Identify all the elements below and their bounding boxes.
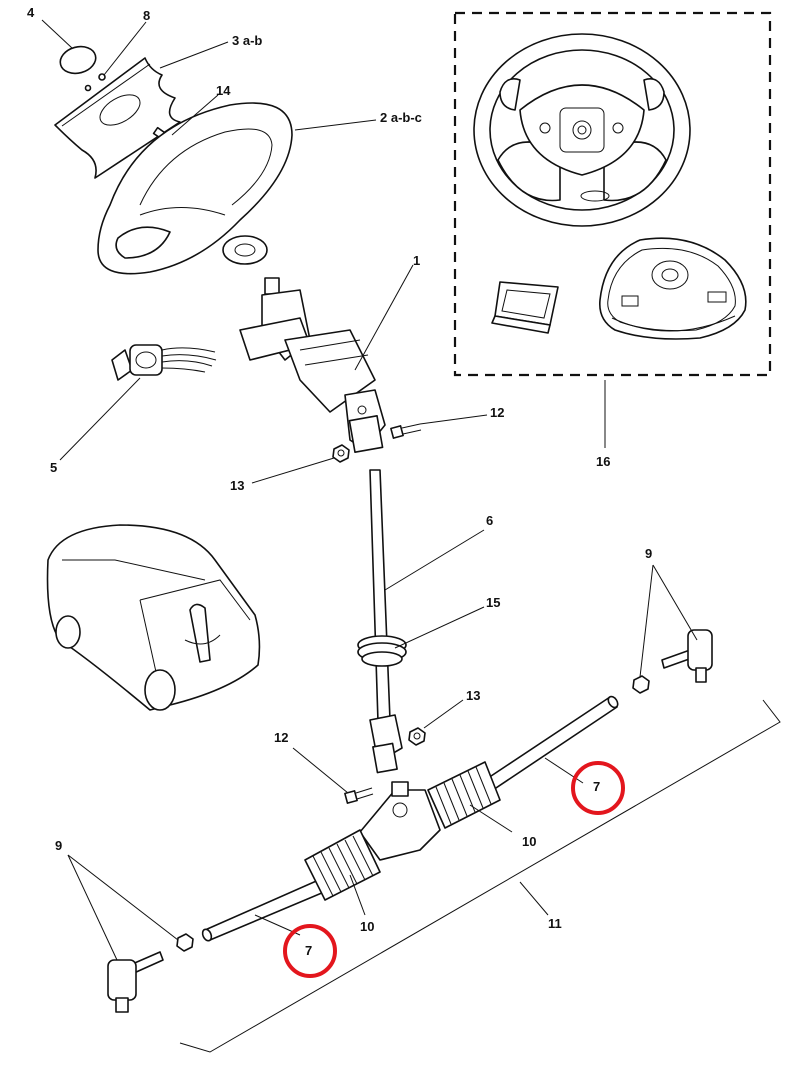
callout-7-right: 7 <box>593 779 600 794</box>
screw-small <box>84 73 106 92</box>
emblem-ring <box>59 45 97 75</box>
steering-column <box>239 277 386 453</box>
callout-12-upper: 12 <box>490 405 504 420</box>
rack-bellow-right <box>427 761 501 829</box>
callout-labels: 4 8 3 a-b 14 2 a-b-c 1 5 12 13 16 6 9 15… <box>27 5 652 958</box>
callout-15: 15 <box>486 595 500 610</box>
airbag-steering-wheel <box>473 33 691 227</box>
nut-right <box>632 675 650 694</box>
ignition-switch <box>111 344 217 381</box>
highlight-circle-right <box>571 761 625 815</box>
intermediate-shaft <box>357 469 407 774</box>
airbag-module <box>598 237 747 340</box>
callout-3: 3 a-b <box>232 33 262 48</box>
callout-9-left: 9 <box>55 838 62 853</box>
tie-rod-end-left <box>107 951 164 1013</box>
bolt-12-upper <box>390 423 422 439</box>
callout-6: 6 <box>486 513 493 528</box>
callout-9-right: 9 <box>645 546 652 561</box>
callout-4: 4 <box>27 5 35 20</box>
callout-10-left: 10 <box>360 919 374 934</box>
callout-8: 8 <box>143 8 150 23</box>
airbag-inset-group <box>453 11 772 377</box>
steering-rack <box>201 695 619 942</box>
callout-14: 14 <box>216 83 231 98</box>
callout-7-left: 7 <box>305 943 312 958</box>
rack-bellow-left <box>304 829 381 901</box>
callout-16: 16 <box>596 454 610 469</box>
nut-13-upper <box>332 444 350 463</box>
airbag-inset-dashed-box <box>453 11 772 377</box>
horn-pad-plate <box>54 57 181 179</box>
callout-5: 5 <box>50 460 57 475</box>
nut-13-lower <box>408 727 426 746</box>
callout-2: 2 a-b-c <box>380 110 422 125</box>
callout-12-lower: 12 <box>274 730 288 745</box>
callout-13-lower: 13 <box>466 688 480 703</box>
nut-left <box>176 933 194 952</box>
callout-13-upper: 13 <box>230 478 244 493</box>
airbag-cover-plate <box>491 281 559 334</box>
car-location-drawing <box>46 524 261 711</box>
callout-11: 11 <box>548 916 562 931</box>
leader-lines <box>41 19 781 1053</box>
steering-wheel <box>97 102 293 275</box>
highlight-circle-left <box>283 924 337 978</box>
callout-1: 1 <box>413 253 420 268</box>
tie-rod-end-right <box>661 629 713 683</box>
highlight-circles <box>283 761 625 978</box>
bolt-12-lower <box>344 787 374 804</box>
callout-10-right: 10 <box>522 834 536 849</box>
